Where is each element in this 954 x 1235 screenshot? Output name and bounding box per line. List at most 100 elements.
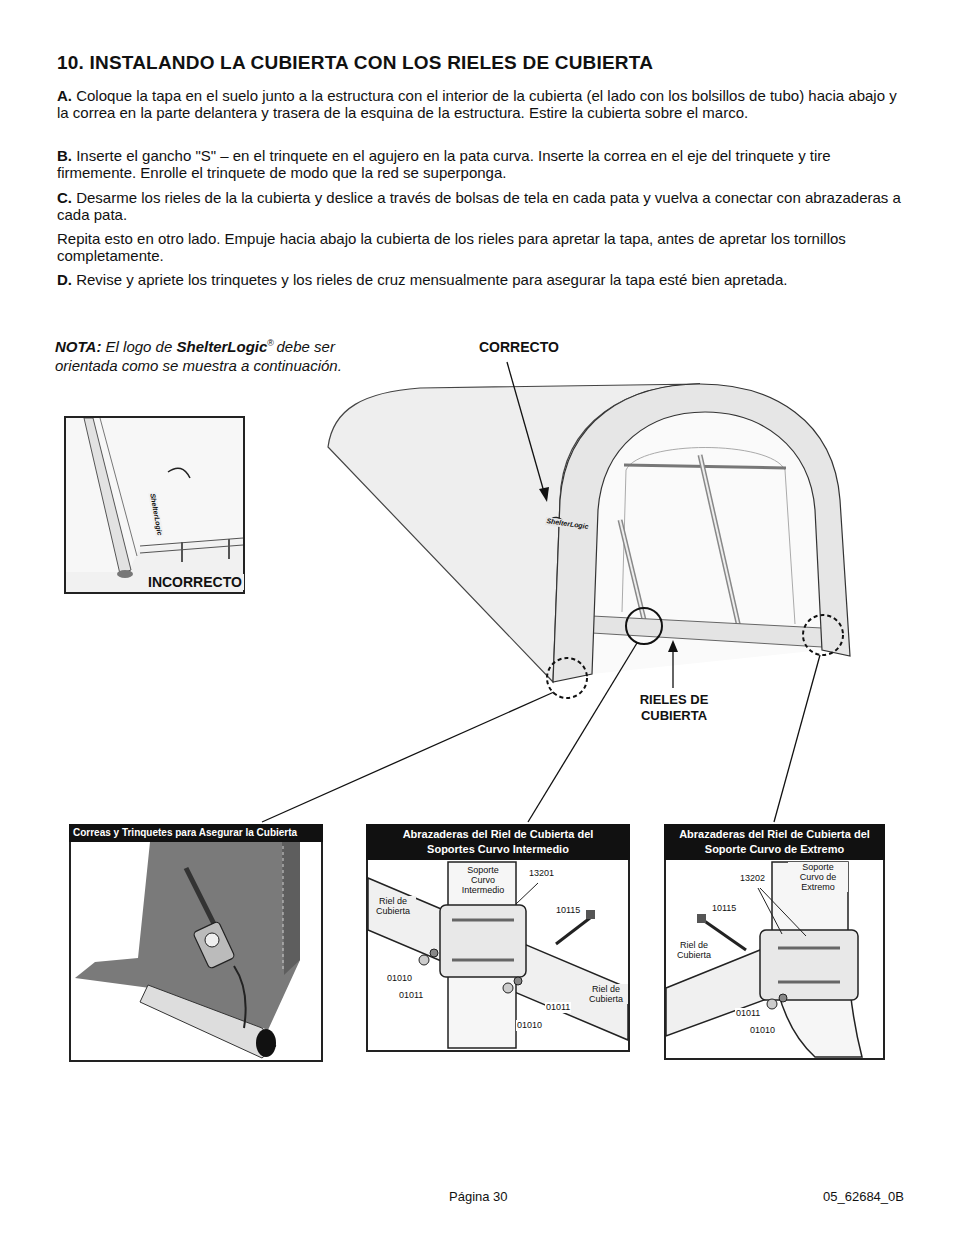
intermediate-clamp-drawing-part (452, 919, 514, 922)
inset-caption: INCORRECTO (146, 574, 244, 590)
incorrect-inset-drawing-part (228, 539, 230, 559)
part-name: Riel de Cubierta (370, 896, 416, 916)
strap-ratchet-drawing-part (140, 985, 276, 1058)
leader-lines (262, 362, 820, 822)
intermediate-clamp-drawing-part (452, 959, 514, 962)
end-clamp-drawing-part (758, 888, 782, 934)
leader-lines-part (262, 692, 554, 822)
note-text: NOTA: (55, 338, 101, 355)
intermediate-clamp-drawing-part (556, 918, 590, 944)
shelter-drawing-part (700, 455, 740, 632)
strap-ratchet-drawing-part (193, 921, 235, 969)
callout-label: CORRECTO (478, 339, 560, 356)
part-number: 01011 (545, 1002, 571, 1013)
intermediate-clamp-drawing-part (586, 910, 595, 919)
part-name: Riel de Cubierta (670, 940, 718, 960)
step-letter: C. (57, 189, 72, 206)
note-text: ShelterLogic (176, 338, 267, 355)
incorrect-inset-drawing-part (117, 570, 133, 578)
incorrect-inset-drawing-part (84, 418, 131, 574)
step-letter: D. (57, 271, 72, 288)
callout-label: RIELES DE CUBIERTA (628, 692, 720, 724)
shelter-drawing-part (700, 455, 740, 632)
intermediate-clamp-drawing (368, 862, 628, 1048)
leader-lines-part (539, 487, 549, 502)
leader-lines-part (672, 650, 673, 688)
leader-lines-part (774, 655, 820, 822)
intermediate-clamp-drawing-part (430, 949, 438, 957)
step-letter: B. (57, 147, 72, 164)
strap-ratchet-drawing-part (234, 966, 246, 1028)
strap-ratchet-drawing (75, 842, 300, 1058)
note-text: El logo de (106, 338, 173, 355)
strap-ratchet-drawing-part (282, 842, 300, 975)
section-title: 10. INSTALANDO LA CUBIERTA CON LOS RIELE… (57, 52, 653, 74)
incorrect-inset-drawing-part (66, 418, 243, 592)
end-clamp-drawing-part (778, 947, 840, 950)
step-text: Coloque la tapa en el suelo junto a la e… (57, 87, 897, 121)
note: NOTA:El logo deShelterLogic®debe ser ori… (55, 334, 400, 375)
end-clamp-drawing-part (760, 930, 858, 1000)
intermediate-clamp-drawing-part (440, 905, 526, 977)
instruction-step: Repita esto en otro lado. Empuje hacia a… (57, 230, 902, 264)
strap-ratchet-drawing-part (283, 846, 284, 972)
part-number: 01011 (735, 1008, 761, 1019)
leader-lines-part (507, 362, 544, 492)
header-band: Correas y Trinquetes para Asegurar la Cu… (69, 824, 323, 842)
end-clamp-drawing-part (779, 994, 787, 1002)
note-text: ® (267, 338, 274, 348)
leader-lines-part (528, 643, 637, 822)
incorrect-inset-drawing-part (140, 545, 243, 553)
shelter-drawing-part (626, 608, 662, 644)
instruction-step: B.Inserte el gancho "S" – en el trinquet… (57, 147, 902, 181)
intermediate-clamp-drawing-part (503, 983, 513, 993)
intermediate-clamp-drawing-part (516, 883, 538, 904)
incorrect-inset-drawing-part (140, 538, 243, 546)
box-heading: Abrazaderas del Riel de Cubierta del Sop… (378, 827, 618, 857)
shelter-drawing-part (592, 412, 822, 674)
detail-box: Abrazaderas del Riel de Cubierta del Sop… (366, 824, 630, 1052)
box-heading: Abrazaderas del Riel de Cubierta del Sop… (668, 827, 881, 857)
part-number: 10115 (711, 903, 737, 914)
shelter-drawing-part (622, 448, 795, 625)
step-text: Revise y apriete los trinquetes y los ri… (76, 271, 787, 288)
part-number: 01010 (516, 1020, 543, 1031)
part-number: 10115 (555, 905, 581, 916)
end-clamp-drawing-part (767, 999, 777, 1009)
shelter-drawing-part (803, 615, 843, 655)
incorrect-inset-drawing-part (100, 418, 137, 556)
instruction-step: C.Desarme los rieles de la la cubierta y… (57, 189, 902, 223)
part-name: Soporte Curvo de Extremo (788, 862, 848, 892)
part-name: Soporte Curvo Intermedio (454, 865, 512, 895)
header-band: Abrazaderas del Riel de Cubierta del Sop… (664, 824, 885, 860)
document-code: 05_62684_0B (822, 1189, 905, 1205)
step-letter: A. (57, 87, 72, 104)
part-number: 13202 (739, 873, 766, 884)
part-number: 01010 (749, 1025, 776, 1036)
page-number: Página 30 (448, 1189, 509, 1205)
instruction-step: D.Revise y apriete los trinquetes y los … (57, 271, 902, 288)
incorrect-inset-drawing-part (181, 542, 183, 562)
shelter-drawing (328, 384, 850, 698)
end-clamp-drawing-part (760, 888, 806, 936)
box-heading: Correas y Trinquetes para Asegurar la Cu… (73, 826, 319, 840)
part-number: 01011 (398, 990, 424, 1001)
shelter-drawing-part (553, 384, 850, 682)
part-number: 13201 (528, 868, 555, 879)
intermediate-clamp-drawing-part (514, 977, 522, 985)
strap-ratchet-drawing-part (256, 1029, 276, 1057)
end-clamp-drawing-part (697, 914, 706, 923)
part-number: 01010 (386, 973, 413, 984)
intermediate-clamp-drawing-part (419, 955, 429, 965)
header-band: Abrazaderas del Riel de Cubierta del Sop… (366, 824, 630, 860)
instruction-step: A.Coloque la tapa en el suelo junto a la… (57, 87, 902, 121)
incorrect-inset-drawing (66, 418, 243, 592)
end-clamp-drawing-part (778, 981, 840, 984)
part-name: Riel de Cubierta (584, 984, 628, 1004)
incorrect-inset-drawing-part (168, 468, 190, 478)
detail-box: Correas y Trinquetes para Asegurar la Cu… (69, 824, 323, 1062)
end-clamp-drawing (666, 862, 862, 1057)
step-text: Repita esto en otro lado. Empuje hacia a… (57, 230, 846, 264)
